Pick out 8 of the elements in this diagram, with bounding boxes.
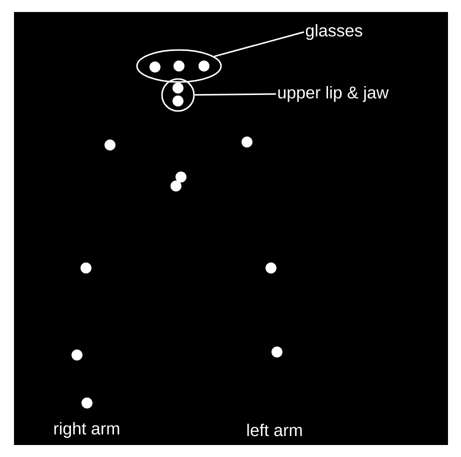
leader-line: [214, 31, 304, 58]
highlight-ellipse: [136, 49, 222, 83]
callout-label: glasses: [306, 24, 362, 40]
arm-label: right arm: [54, 422, 120, 438]
callout-label: upper lip & jaw: [278, 86, 389, 102]
arm-label: left arm: [247, 424, 302, 436]
leader-line: [194, 93, 276, 96]
highlight-circle: [161, 78, 195, 112]
